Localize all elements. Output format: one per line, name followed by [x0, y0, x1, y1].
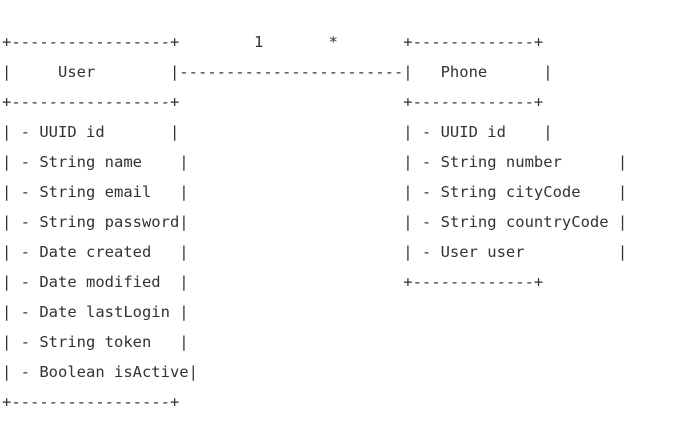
diagram-line-field-row: | - Date lastLogin | — [2, 303, 189, 321]
diagram-line-field-row: | - String email | | - String cityCode | — [2, 183, 628, 201]
diagram-line-field-row: | - String password| | - String countryC… — [2, 213, 628, 231]
diagram-line-user-bottom-border: +-----------------+ — [2, 393, 180, 411]
ascii-class-diagram: +-----------------+ 1 * +-------------+ |… — [2, 27, 627, 417]
diagram-line-field-row: | - Date modified | +-------------+ — [2, 273, 544, 291]
diagram-line-entity-names: | User |------------------------| Phone … — [2, 63, 553, 81]
diagram-line-field-row: | - String token | — [2, 333, 189, 351]
diagram-line-field-row: | - Boolean isActive| — [2, 363, 198, 381]
diagram-line-field-row: | - UUID id | | - UUID id | — [2, 123, 553, 141]
diagram-line-field-row: | - Date created | | - User user | — [2, 243, 628, 261]
diagram-line-entity-top-borders: +-----------------+ 1 * +-------------+ — [2, 33, 544, 51]
diagram-line-header-dividers: +-----------------+ +-------------+ — [2, 93, 544, 111]
diagram-line-field-row: | - String name | | - String number | — [2, 153, 628, 171]
